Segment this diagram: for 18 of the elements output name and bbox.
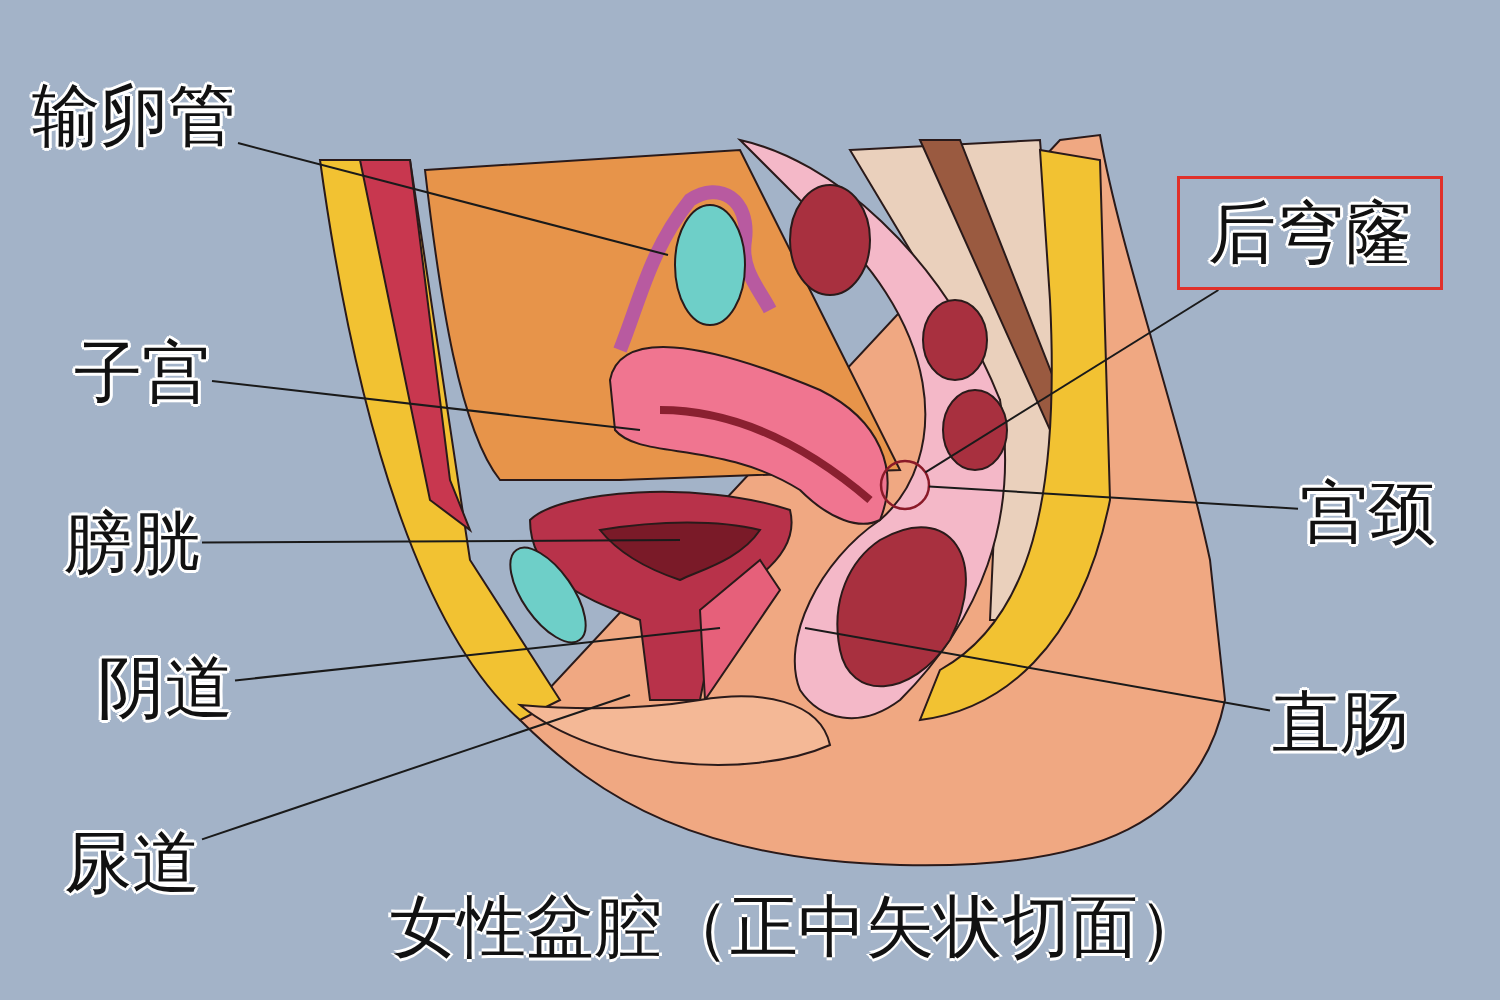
part-label: 输卵管: [30, 78, 238, 154]
leader-line: [211, 380, 641, 431]
caption: 女性盆腔（正中矢状切面）: [390, 893, 1206, 961]
part-label: 子宫: [72, 335, 212, 411]
part-label: 阴道: [95, 650, 235, 726]
leader-line: [927, 485, 1299, 510]
highlighted-label: 后穹窿: [1177, 176, 1443, 290]
highlight-circle: [879, 459, 931, 511]
leader-line: [201, 694, 631, 841]
part-label: 膀胱: [62, 505, 202, 581]
leader-line: [804, 627, 1271, 712]
leader-line: [201, 539, 681, 544]
leader-line: [237, 142, 669, 256]
part-label: 宫颈: [1298, 475, 1438, 551]
leader-line: [234, 627, 721, 682]
part-label: 尿道: [62, 825, 202, 901]
part-label: 直肠: [1270, 685, 1410, 761]
leader-line: [924, 289, 1220, 474]
